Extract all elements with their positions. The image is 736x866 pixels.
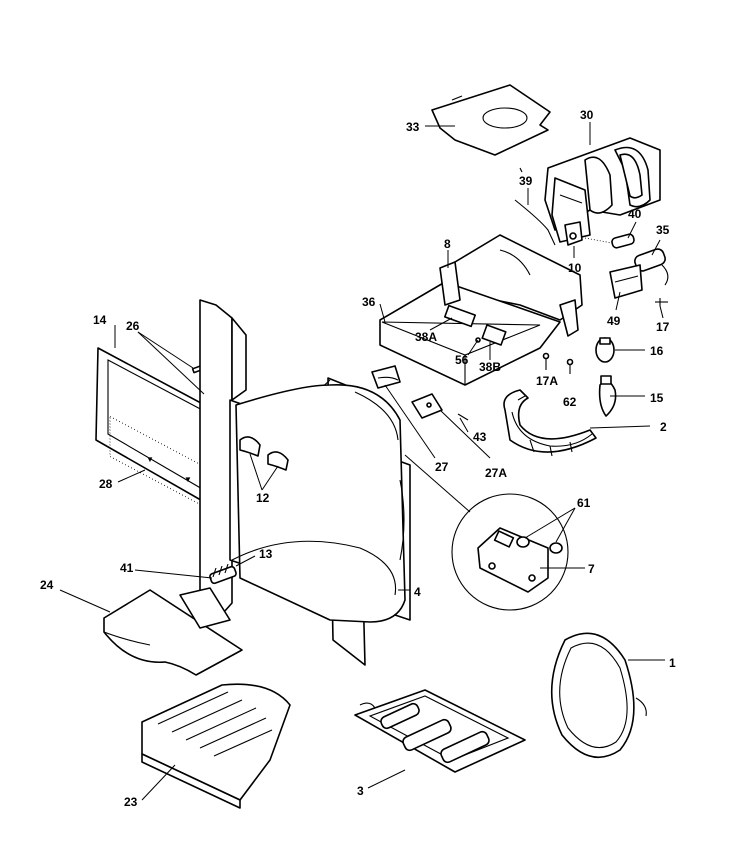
callout-28: 28 [99,477,113,491]
callout-12: 12 [256,491,270,505]
callout-30: 30 [580,108,594,122]
part-8-36-control-housing [379,234,583,386]
callout-2: 2 [660,420,667,434]
callout-61: 61 [577,496,591,510]
callout-8: 8 [444,237,451,251]
callout-3: 3 [357,784,364,798]
callout-17: 17 [656,320,670,334]
part-17a-screw [542,352,550,370]
callout-24: 24 [40,578,54,592]
part-23-drip-tray [141,683,291,809]
part-3-heater-plate [354,689,526,773]
callout-13: 13 [259,547,273,561]
callout-15: 15 [650,391,664,405]
callout-10: 10 [568,261,582,275]
part-39-wire [514,167,556,246]
part-33-cover-plate [431,84,551,156]
svg-text:▼: ▼ [146,455,154,464]
part-35-solenoid [634,248,669,286]
callout-39: 39 [519,174,533,188]
callout-27: 27 [435,460,449,474]
part-13-41-spring [209,563,237,585]
callout-35: 35 [656,223,670,237]
callout-49: 49 [607,314,621,328]
callout-4: 4 [414,585,421,599]
part-62-screw [566,358,574,374]
svg-text:▼: ▼ [184,475,192,484]
part-40-tube [584,233,635,249]
callout-36: 36 [362,295,376,309]
part-43-screw [457,413,469,421]
part-1-gasket-ring [550,632,647,759]
callout-62: 62 [563,395,577,409]
part-24-actuator-pad [103,587,243,676]
part-49-switch-bracket [609,264,643,299]
callout-26: 26 [126,319,140,333]
callout-33: 33 [406,120,420,134]
leader-lines [59,122,665,801]
callout-23: 23 [124,795,138,809]
callout-14: 14 [93,313,107,327]
callout-56: 56 [455,353,469,367]
callout-40: 40 [628,207,642,221]
part-17-screw [655,298,668,306]
callout-labels: 33 30 39 40 35 10 8 36 49 17 14 26 38A 5… [40,108,676,809]
callout-16: 16 [650,344,664,358]
part-16-lamp-socket [595,337,615,363]
callout-38b: 38B [479,360,501,374]
part-15-bulb [598,375,617,417]
part-4-drum [231,384,406,623]
callout-1: 1 [669,656,676,670]
callout-38a: 38A [415,330,437,344]
part-61-7-switch-detail [451,493,569,611]
part-27a-bracket [411,393,443,419]
callout-27a: 27A [485,466,507,480]
callout-17a: 17A [536,374,558,388]
callout-41: 41 [120,561,134,575]
part-12-clips [239,436,289,471]
part-27-bracket [371,365,401,389]
callout-43: 43 [473,430,487,444]
part-10-bracket [564,221,583,246]
part-30-chute-housing [544,137,661,243]
part-2-wire-harness [503,389,597,457]
callout-7: 7 [588,562,595,576]
